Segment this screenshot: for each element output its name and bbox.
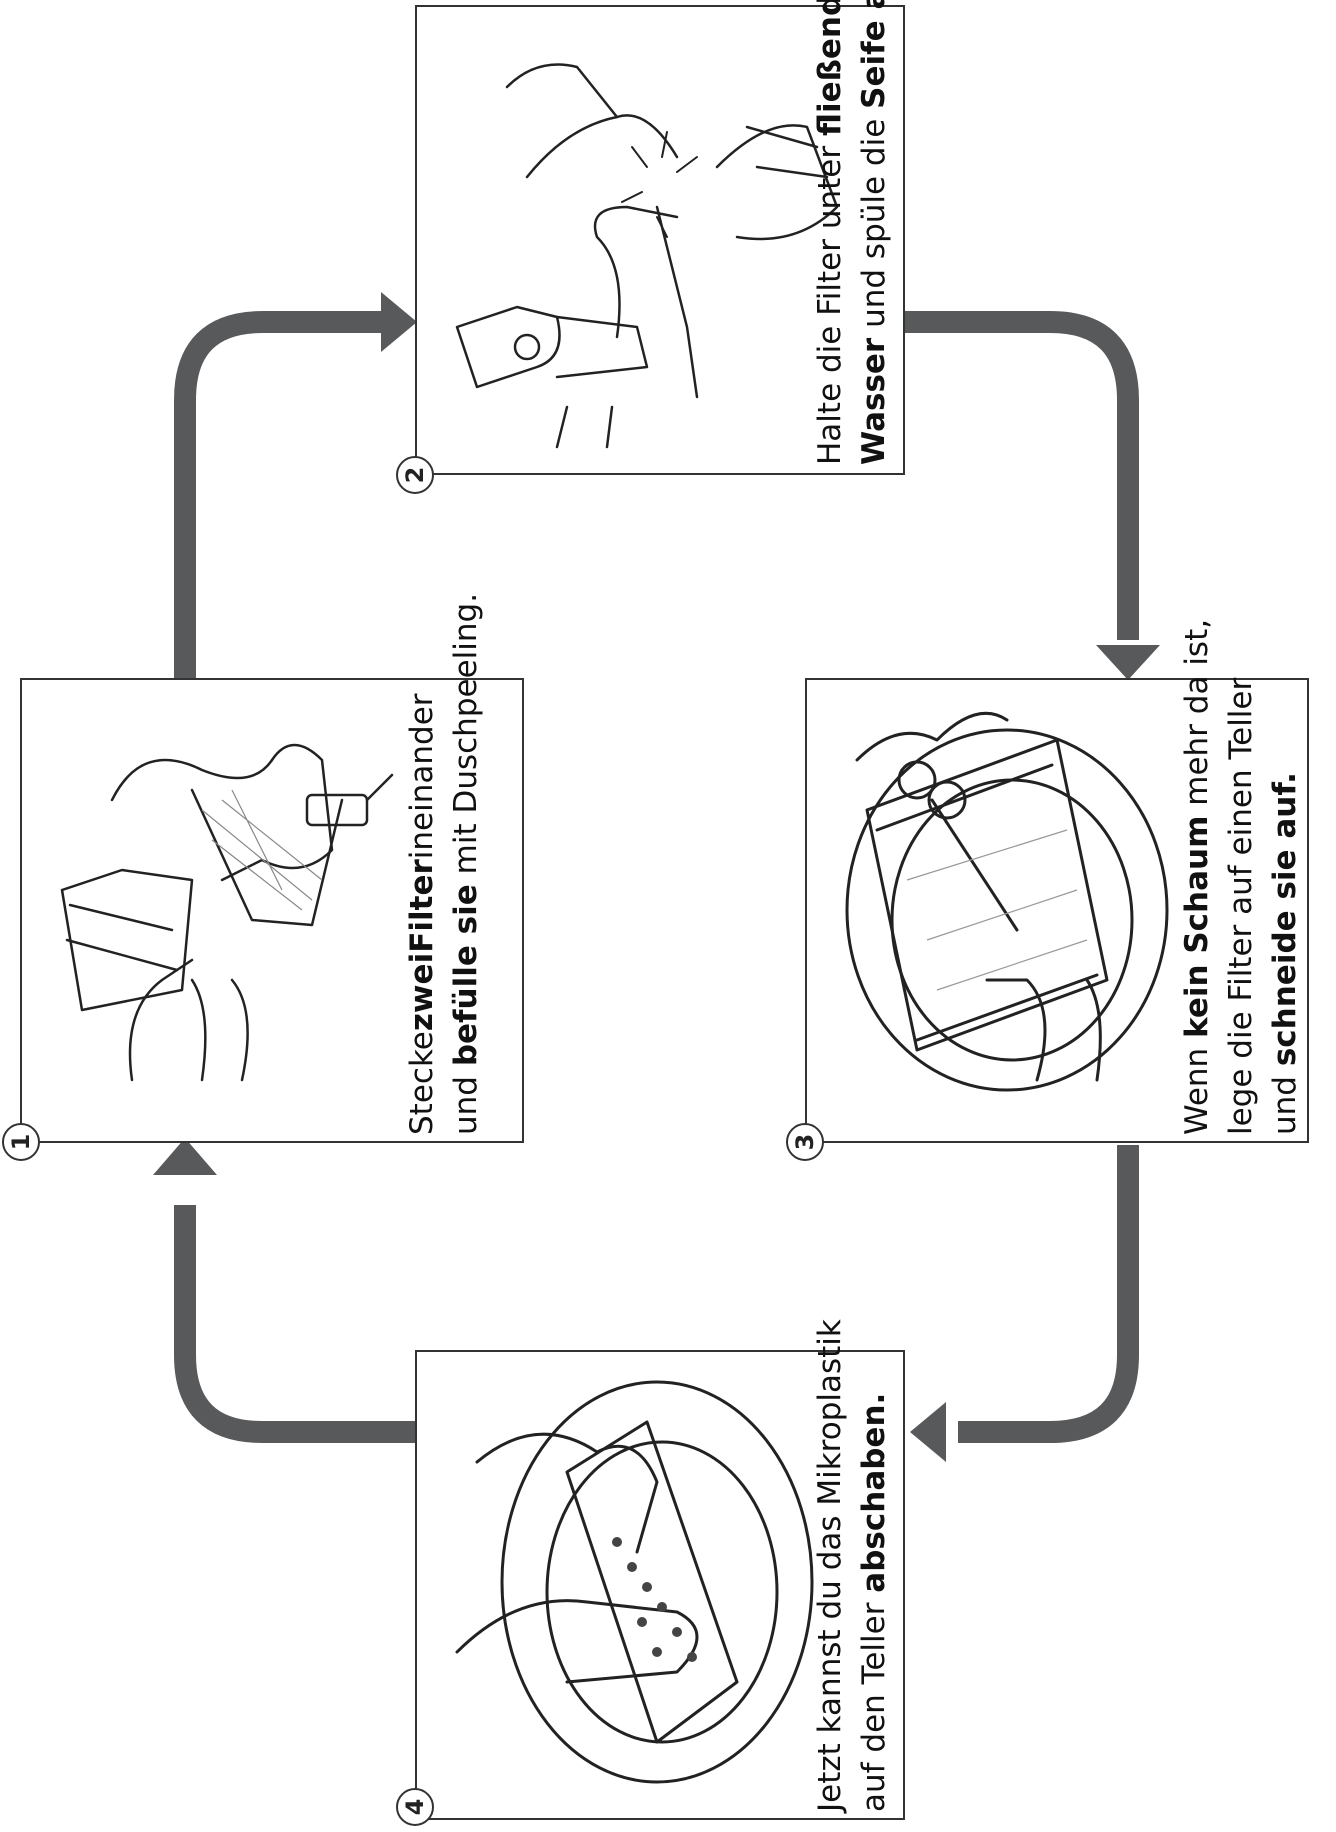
arrow-3-to-4 (958, 1145, 1128, 1432)
step-3-line-2: lege die Filter auf einen Teller (1219, 619, 1263, 1135)
step-1-line-2: und befülle sie mit Duschpeeling. (444, 695, 488, 1135)
step-3-line-3: und schneide sie auf. (1263, 619, 1307, 1135)
step-1-number: 1 (2, 1123, 40, 1161)
step-2-line-1: Halte die Filter unter fließendes (808, 0, 852, 465)
arrowhead-to-3 (1096, 645, 1160, 680)
step-4-caption: Jetzt kannst du das Mikroplastik auf den… (808, 1319, 896, 1812)
step-4-number: 4 (396, 1788, 434, 1826)
step-3-line-1: Wenn kein Schaum mehr da ist, (1175, 619, 1219, 1135)
step-2-line-2: Wasser und spüle die Seife ab. (852, 0, 896, 465)
step-3-number: 3 (786, 1123, 824, 1161)
arrowhead-to-2 (381, 292, 417, 352)
arrow-2-to-3 (905, 322, 1128, 640)
arrow-4-to-1 (185, 1205, 415, 1432)
step-4-line-1: Jetzt kannst du das Mikroplastik (808, 1319, 852, 1812)
arrow-1-to-2 (185, 322, 385, 680)
step-4-line-2: auf den Teller abschaben. (852, 1319, 896, 1812)
arrowhead-to-4 (910, 1402, 946, 1462)
step-2-caption: Halte die Filter unter fließendes Wasser… (808, 0, 896, 465)
step-2-number: 2 (396, 456, 434, 494)
step-3-caption: Wenn kein Schaum mehr da ist, lege die F… (1175, 619, 1307, 1135)
